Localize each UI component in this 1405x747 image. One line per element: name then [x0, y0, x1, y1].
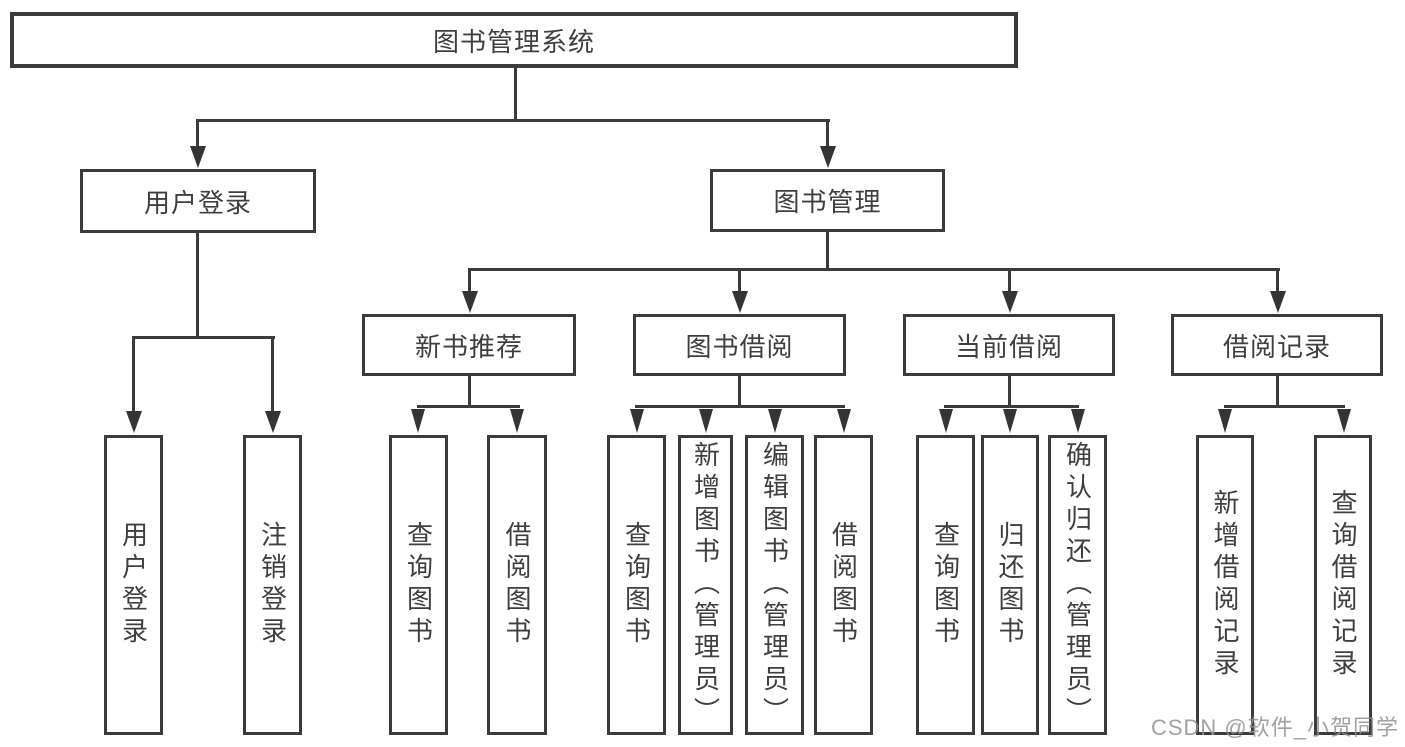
- node-label: 编辑图书（管理员）: [759, 441, 790, 729]
- arrow-down-icon: [1002, 291, 1018, 313]
- arrow-down-icon: [462, 291, 478, 313]
- arrow-down-icon: [1218, 409, 1232, 433]
- connector-line: [417, 405, 520, 408]
- connector-line: [196, 119, 830, 122]
- connector-line: [1224, 405, 1345, 408]
- connector-line: [826, 121, 829, 148]
- connector-line: [738, 376, 741, 408]
- connector-line: [271, 338, 274, 411]
- connector-line: [738, 270, 741, 291]
- arrow-down-icon: [1003, 409, 1017, 433]
- leaf-logout: 注销登录: [243, 435, 302, 735]
- node-borrowing-records: 借阅记录: [1171, 314, 1383, 376]
- arrow-down-icon: [510, 409, 524, 433]
- node-label: 归还图书: [995, 521, 1025, 649]
- leaf-query-borrow-record: 查询借阅记录: [1314, 435, 1372, 735]
- leaf-borrow-books-recommend: 借阅图书: [487, 435, 547, 735]
- node-label: 查询借阅记录: [1328, 489, 1358, 681]
- node-label: 借阅记录: [1222, 331, 1331, 362]
- arrow-down-icon: [820, 146, 836, 168]
- node-label: 图书借阅: [685, 331, 794, 362]
- node-label: 查询图书: [621, 521, 652, 649]
- arrow-down-icon: [265, 411, 281, 433]
- connector-line: [196, 121, 199, 148]
- connector-line: [635, 405, 845, 408]
- connector-line: [132, 336, 275, 339]
- connector-line: [132, 338, 135, 411]
- node-label: 新书推荐: [414, 331, 523, 362]
- leaf-query-books-borrowing: 查询图书: [607, 435, 666, 735]
- connector-line: [826, 232, 829, 270]
- leaf-confirm-return-admin: 确认归还（管理员）: [1048, 435, 1107, 735]
- leaf-edit-book-admin: 编辑图书（管理员）: [745, 435, 804, 735]
- connector-line: [514, 68, 517, 121]
- leaf-add-borrow-record: 新增借阅记录: [1196, 435, 1254, 735]
- node-current-borrowing: 当前借阅: [903, 314, 1115, 376]
- leaf-add-book-admin: 新增图书（管理员）: [678, 435, 733, 735]
- leaf-borrow-books: 借阅图书: [814, 435, 873, 735]
- node-label: 新增图书（管理员）: [690, 441, 721, 729]
- connector-line: [196, 233, 199, 339]
- csdn-watermark: CSDN @软件_小贺同学: [1150, 715, 1399, 740]
- connector-line: [944, 405, 1079, 408]
- leaf-query-books-recommend: 查询图书: [389, 435, 448, 735]
- connector-line: [468, 376, 471, 408]
- node-label: 用户登录: [143, 187, 252, 218]
- arrow-down-icon: [630, 409, 644, 433]
- node-user-login: 用户登录: [80, 169, 316, 233]
- connector-line: [1008, 376, 1011, 408]
- arrow-down-icon: [699, 409, 713, 433]
- node-label: 确认归还（管理员）: [1062, 441, 1093, 729]
- arrow-down-icon: [1270, 291, 1286, 313]
- node-label: 新增借阅记录: [1210, 489, 1240, 681]
- node-label: 查询图书: [403, 521, 434, 649]
- arrow-down-icon: [411, 409, 425, 433]
- leaf-user-login: 用户登录: [104, 435, 163, 735]
- node-book-borrowing: 图书借阅: [633, 314, 846, 376]
- node-label: 注销登录: [257, 521, 288, 649]
- arrow-down-icon: [768, 409, 782, 433]
- arrow-down-icon: [1071, 409, 1085, 433]
- leaf-query-books-current: 查询图书: [916, 435, 975, 735]
- connector-line: [1276, 376, 1279, 408]
- leaf-return-books: 归还图书: [981, 435, 1039, 735]
- node-label: 借阅图书: [828, 521, 859, 649]
- node-label: 借阅图书: [502, 521, 532, 649]
- node-label: 用户登录: [118, 521, 149, 649]
- node-label: 查询图书: [930, 521, 961, 649]
- connector-line: [468, 268, 1280, 271]
- node-library-system: 图书管理系统: [10, 12, 1018, 68]
- arrow-down-icon: [939, 409, 953, 433]
- arrow-down-icon: [126, 411, 142, 433]
- node-label: 当前借阅: [954, 331, 1063, 362]
- arrow-down-icon: [732, 291, 748, 313]
- node-book-management: 图书管理: [710, 169, 945, 232]
- arrow-down-icon: [837, 409, 851, 433]
- arrow-down-icon: [190, 146, 206, 168]
- arrow-down-icon: [1337, 409, 1351, 433]
- connector-line: [1008, 270, 1011, 291]
- node-label: 图书管理: [773, 187, 882, 217]
- node-new-book-recommend: 新书推荐: [362, 314, 576, 376]
- connector-line: [468, 270, 471, 291]
- connector-line: [1276, 270, 1279, 291]
- node-label: 图书管理系统: [432, 26, 595, 57]
